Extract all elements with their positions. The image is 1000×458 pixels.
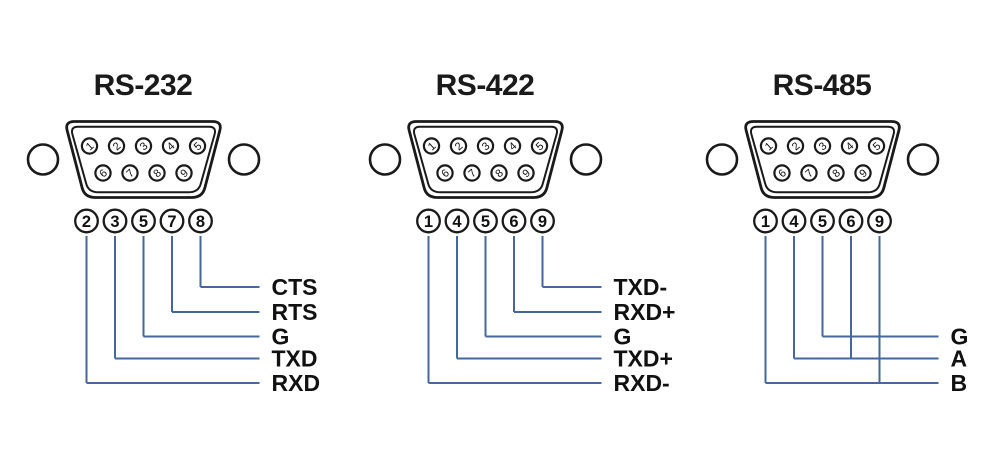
connector-shell-outer [744,120,901,199]
connector-pin-2 [786,137,805,155]
connector-pin-9 [854,164,872,182]
pin-callout-number-9: 9 [875,213,884,231]
pin-callout-number-9: 9 [538,213,547,231]
mounting-hole-left [368,143,402,176]
connector-pin-6 [773,164,791,182]
pin-callout-7 [159,208,185,234]
signal-label-b: B [951,370,968,396]
connector-pin-6 [436,164,454,182]
mounting-hole-left [26,143,60,176]
pin-callout-2 [74,208,99,234]
pin-callout-number-3: 3 [110,213,119,231]
connector-pin-9 [517,164,535,182]
mounting-hole-right [227,143,261,176]
connector-pin-1 [422,137,441,155]
signal-label-txd: TXD [272,346,318,372]
pin-callout-4 [444,208,470,234]
connector-pin-6 [94,164,112,182]
signal-label-rxdplus: RXD+ [614,299,676,325]
pin-callout-9 [530,208,555,234]
diagram-title-rs422: RS-422 [435,69,535,102]
pin-callout-number-1: 1 [424,213,433,231]
signal-label-g: G [614,324,632,350]
pin-callout-6 [501,208,527,234]
pin-callout-number-4: 4 [789,213,799,231]
pin-callout-1 [416,208,441,234]
pin-callout-number-2: 2 [82,213,91,231]
pin-callout-number-6: 6 [509,213,518,231]
signal-label-g: G [951,324,969,350]
connector-pin-3 [134,137,153,155]
connector-pin-2 [449,137,468,155]
signal-label-txdplus: TXD+ [614,346,673,372]
pin-callout-number-5: 5 [139,213,148,231]
connector-shell-outer [65,120,222,199]
connector-pin-2 [107,137,126,155]
connector-pin-1 [80,137,99,155]
pin-callout-number-5: 5 [818,213,827,231]
pin-callout-number-7: 7 [167,213,176,231]
signal-label-cts: CTS [272,274,318,300]
pin-callout-5 [131,208,156,234]
connector-pin-3 [813,137,832,155]
connector-shell-inner [749,125,896,194]
pin-callout-9 [867,208,892,234]
signal-label-rts: RTS [272,299,318,325]
pin-callout-5 [473,208,498,234]
connector-pin-3 [476,137,495,155]
pin-callout-4 [781,208,807,234]
signal-label-rxdminus: RXD- [614,370,670,396]
connector-pin-8 [148,164,166,182]
pin-callout-8 [188,208,213,234]
connector-pin-1 [759,137,778,155]
mounting-hole-right [569,143,603,176]
connector-pin-8 [490,164,508,182]
pin-callout-number-5: 5 [481,213,490,231]
pin-callout-6 [838,208,864,234]
pin-callout-number-6: 6 [846,213,855,231]
connector-pin-4 [840,137,859,155]
signal-label-a: A [951,346,968,372]
mounting-hole-right [906,143,940,176]
pin-callout-number-1: 1 [761,213,770,231]
signal-label-txdminus: TXD- [614,274,668,300]
connector-pin-5 [188,137,207,155]
pin-callout-3 [102,208,128,234]
pin-callout-5 [810,208,835,234]
connector-pin-5 [530,137,549,155]
connector-pin-5 [867,137,886,155]
connector-pin-4 [503,137,522,155]
connector-shell-inner [70,125,217,194]
connector-shell-outer [407,120,564,199]
connector-pin-7 [121,164,139,182]
signal-label-g: G [272,324,290,350]
mounting-hole-left [705,143,739,176]
connector-shell-inner [412,125,559,194]
signal-label-rxd: RXD [272,370,321,396]
diagram-title-rs485: RS-485 [772,69,872,102]
connector-pin-7 [800,164,818,182]
pin-callout-1 [753,208,778,234]
connector-pin-4 [161,137,180,155]
pin-callout-number-8: 8 [196,213,205,231]
diagram-title-rs232: RS-232 [93,69,193,102]
connector-pin-7 [463,164,481,182]
connector-pin-9 [175,164,193,182]
pin-callout-number-4: 4 [452,213,462,231]
connector-pin-8 [827,164,845,182]
